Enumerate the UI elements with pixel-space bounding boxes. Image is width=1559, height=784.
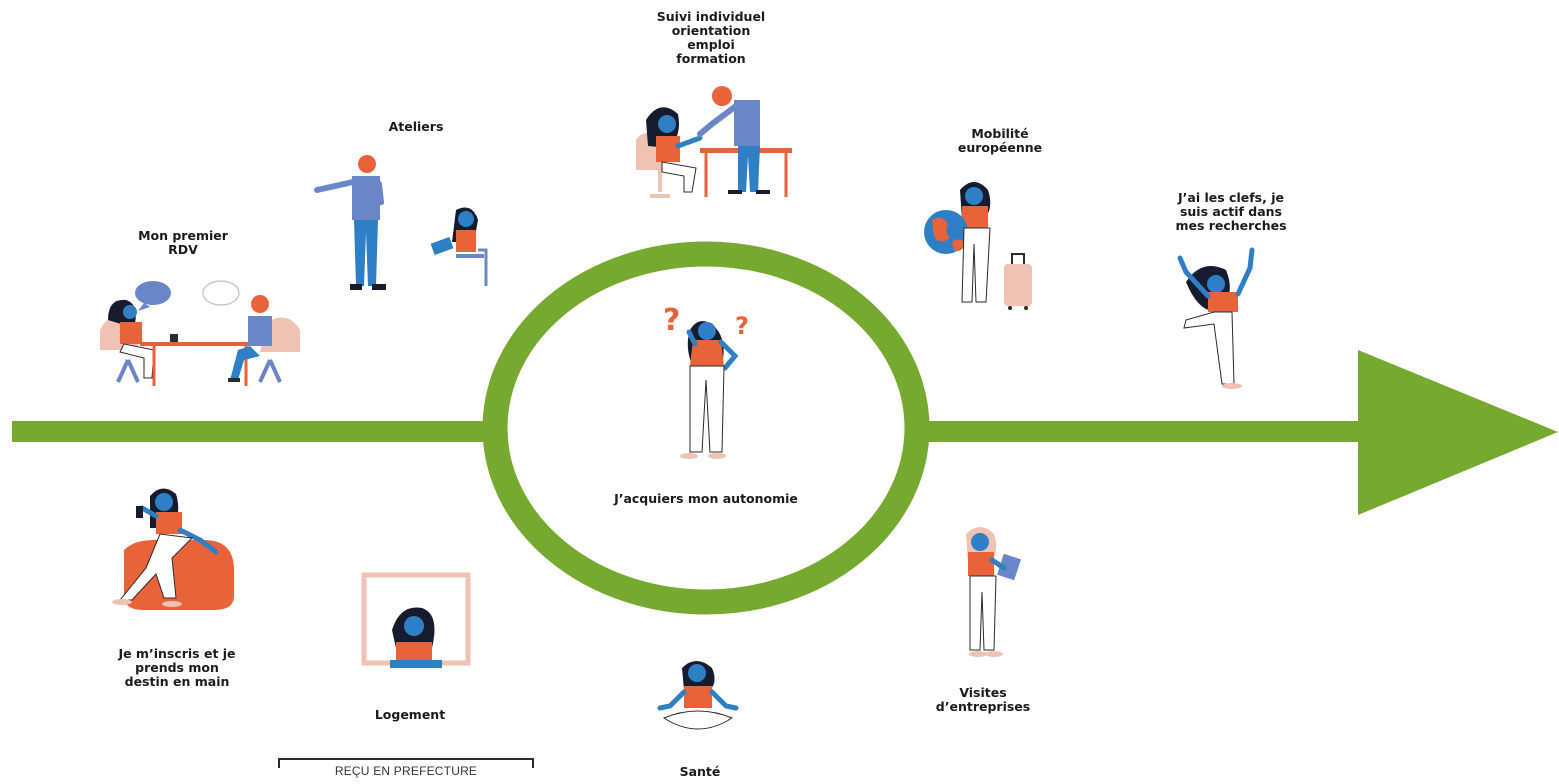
svg-text:?: ? <box>663 303 680 338</box>
arrow-head-icon <box>1358 350 1558 515</box>
woman-sitting-pouf-phone-icon <box>112 488 234 610</box>
svg-text:?: ? <box>735 312 749 340</box>
timeline-line-left <box>12 421 490 442</box>
jumping-woman-icon <box>1177 247 1255 389</box>
step-label-clefs: J’ai les clefs, je suis actif dans mes r… <box>1175 190 1287 233</box>
step-label-inscription: Je m’inscris et je prends mon destin en … <box>118 646 236 689</box>
meeting-at-desk-icon <box>100 280 300 386</box>
step-label-ateliers: Ateliers <box>388 119 444 134</box>
woman-in-window-icon <box>361 572 471 668</box>
stamp-text: REÇU EN PREFECTURE <box>334 764 478 778</box>
center-label: J’acquiers mon autonomie <box>614 491 798 506</box>
meditating-woman-icon <box>657 661 739 730</box>
step-label-sante: Santé <box>679 764 721 779</box>
timeline-line-right <box>926 421 1366 442</box>
center-ring <box>482 241 930 615</box>
woman-with-clipboard-icon <box>966 527 1021 657</box>
prefecture-stamp: REÇU EN PREFECTURE <box>278 758 534 782</box>
step-label-mobilite: Mobilité européenne <box>957 126 1043 155</box>
timeline-arrow <box>12 350 1558 515</box>
presenter-and-learner-icon <box>314 155 488 290</box>
counselor-at-desk-icon <box>636 86 792 198</box>
step-label-logement: Logement <box>374 707 446 722</box>
step-label-premier-rdv: Mon premier RDV <box>138 228 228 257</box>
step-label-suivi: Suivi individuel orientation emploi form… <box>656 9 766 66</box>
step-label-visites: Visites d’entreprises <box>935 685 1031 714</box>
questioning-woman-icon: ? ? <box>663 303 749 459</box>
globe-and-suitcase-icon <box>924 182 1032 310</box>
